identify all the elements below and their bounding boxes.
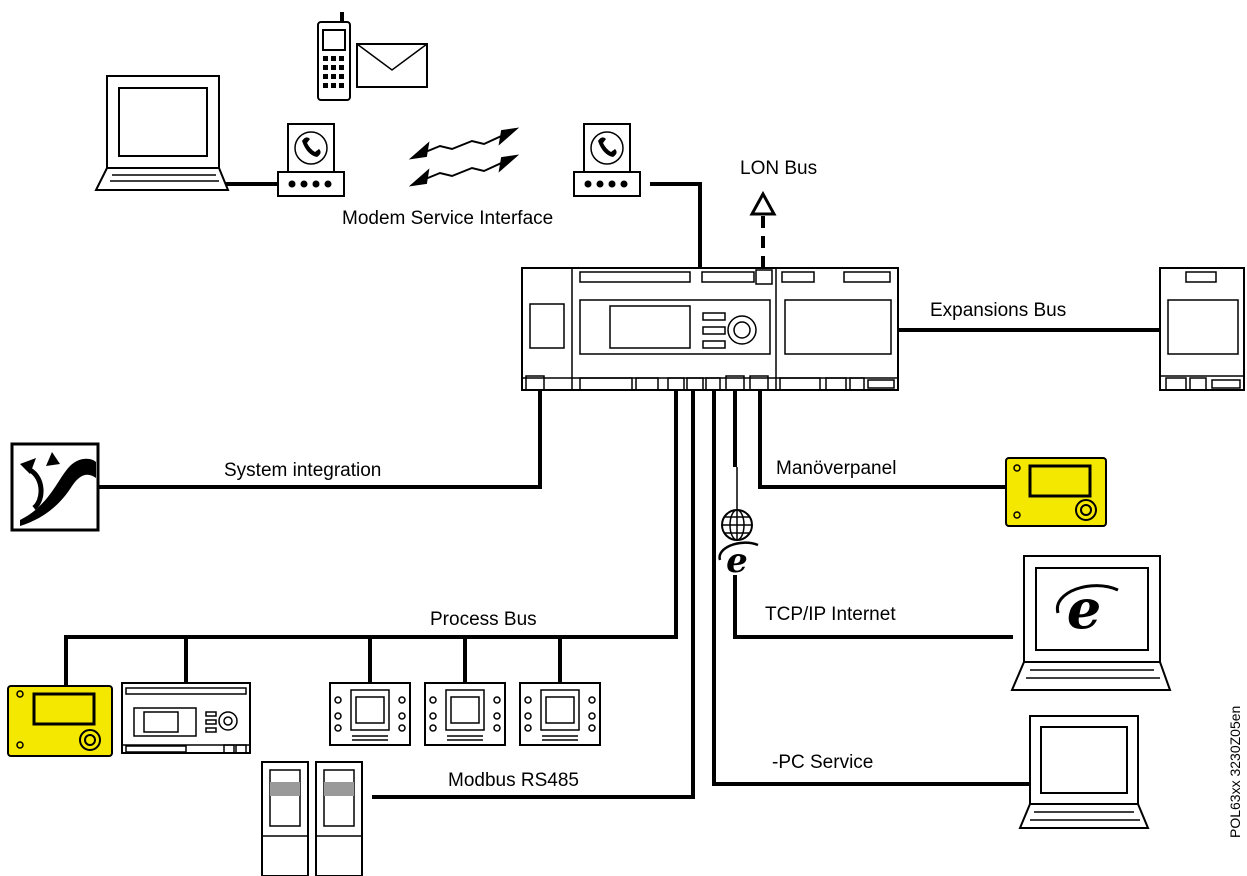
modem-icon xyxy=(573,123,641,197)
expansion-module-icon xyxy=(1159,267,1245,391)
controller-icon xyxy=(521,267,899,391)
system-integration-label: System integration xyxy=(224,460,381,481)
pc-service-label: -PC Service xyxy=(772,752,873,773)
svg-text:e: e xyxy=(726,541,748,581)
operator-panel-icon xyxy=(7,685,113,757)
globe-icon xyxy=(721,509,753,541)
expansion-bus-label: Expansions Bus xyxy=(930,300,1066,321)
laptop-icon xyxy=(1018,715,1150,829)
connection-lines xyxy=(64,182,1160,799)
room-unit-icon xyxy=(519,682,601,746)
arrow-up-icon xyxy=(749,190,777,216)
figure-code: POL63xx 3230Z05en xyxy=(1227,706,1243,838)
room-unit-icon xyxy=(424,682,506,746)
internet-explorer-icon: e xyxy=(718,541,759,581)
operator-panel-icon xyxy=(1005,457,1107,527)
process-bus-label: Process Bus xyxy=(430,609,537,630)
drive-icon xyxy=(315,761,363,876)
room-unit-icon xyxy=(329,682,411,746)
drive-icon xyxy=(261,761,309,876)
lon-bus-label: LON Bus xyxy=(740,158,817,179)
laptop-icon: e xyxy=(1010,555,1172,691)
envelope-icon xyxy=(356,43,428,88)
laptop-icon xyxy=(94,75,230,191)
modem-icon xyxy=(277,123,345,197)
tcpip-label: TCP/IP Internet xyxy=(765,604,896,625)
system-integration-icon xyxy=(10,442,100,532)
controller-icon xyxy=(121,682,251,754)
modem-service-label: Modem Service Interface xyxy=(342,208,553,229)
modbus-label: Modbus RS485 xyxy=(448,770,579,791)
mobile-phone-icon xyxy=(317,21,351,101)
wireless-link-icon xyxy=(408,127,520,187)
operator-panel-label: Manöverpanel xyxy=(776,458,896,479)
